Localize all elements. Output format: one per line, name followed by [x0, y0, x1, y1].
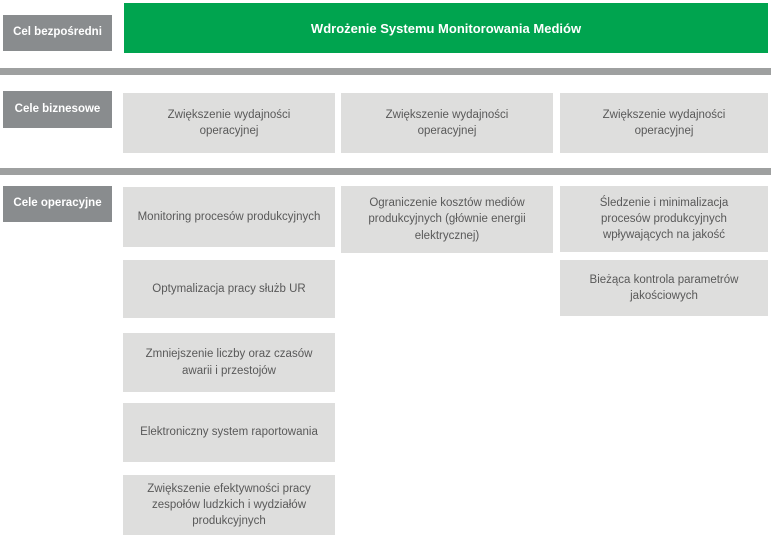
- operational-goal-box: Elektroniczny system raportowania: [123, 403, 335, 462]
- operational-goal-box: Zmniejszenie liczby oraz czasów awarii i…: [123, 333, 335, 392]
- business-goals-row-label: Cele biznesowe: [3, 91, 112, 128]
- operational-goal-box: Monitoring procesów produkcyjnych: [123, 187, 335, 247]
- operational-goal-box: Bieżąca kontrola parametrów jakościowych: [560, 260, 768, 316]
- divider-top: [0, 68, 771, 75]
- business-goal-box: Zwiększenie wydajności operacyjnej: [341, 93, 553, 153]
- direct-goal-banner: Wdrożenie Systemu Monitorowania Mediów: [124, 3, 768, 53]
- operational-goal-box: Optymalizacja pracy służb UR: [123, 260, 335, 318]
- operational-goals-row-label: Cele operacyjne: [3, 186, 112, 222]
- business-goal-box: Zwiększenie wydajności operacyjnej: [560, 93, 768, 153]
- direct-goal-row-label: Cel bezpośredni: [3, 15, 112, 51]
- business-goal-box: Zwiększenie wydajności operacyjnej: [123, 93, 335, 153]
- operational-goal-box: Zwiększenie efektywności pracy zespołów …: [123, 475, 335, 535]
- operational-goal-box: Ograniczenie kosztów mediów produkcyjnyc…: [341, 186, 553, 253]
- operational-goal-box: Śledzenie i minimalizacja procesów produ…: [560, 186, 768, 252]
- divider-middle: [0, 168, 771, 175]
